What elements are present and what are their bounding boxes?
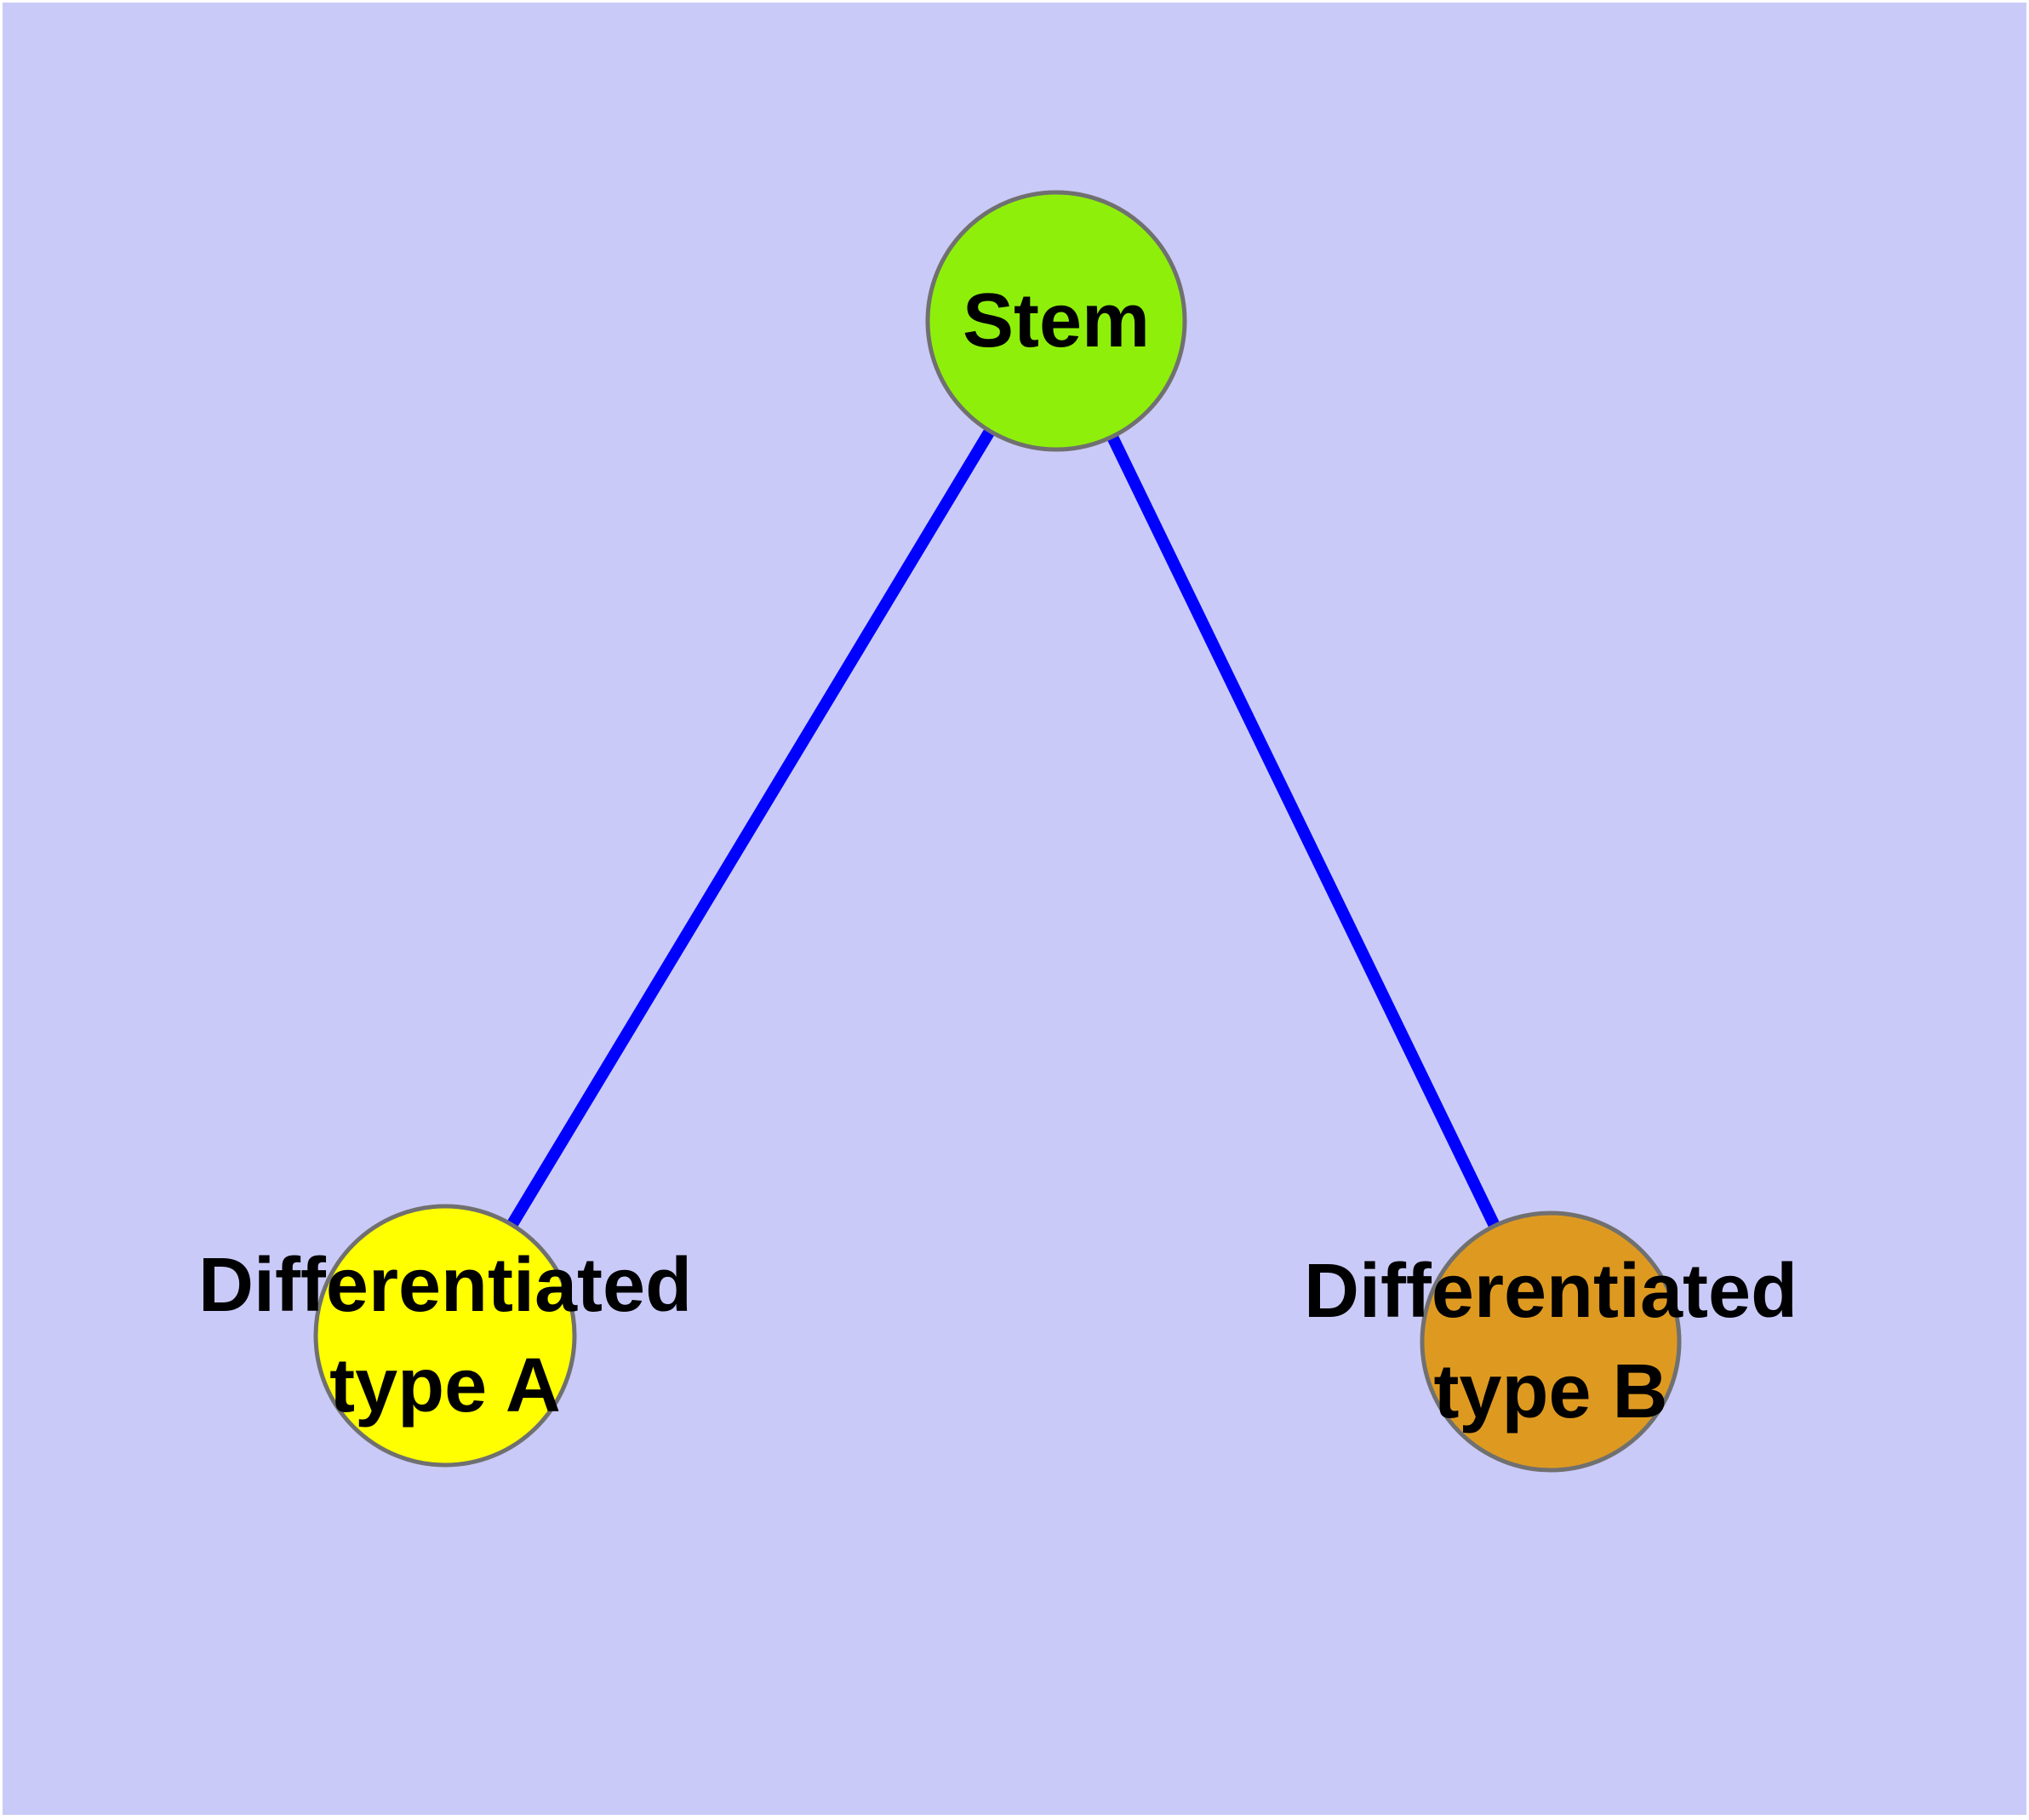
node-circle-typeA	[313, 1204, 577, 1468]
graph-svg	[313, 190, 1682, 1473]
nodes-group	[313, 190, 1682, 1473]
plot-background: Stem Differentiated type A Differentiate…	[3, 3, 2026, 1815]
node-circle-stem	[925, 190, 1187, 452]
node-circle-typeB	[1420, 1210, 1682, 1473]
edges-group	[440, 318, 1557, 1345]
edge-stem-to-typeA	[440, 318, 1061, 1339]
edge-stem-to-typeB	[1050, 318, 1557, 1345]
